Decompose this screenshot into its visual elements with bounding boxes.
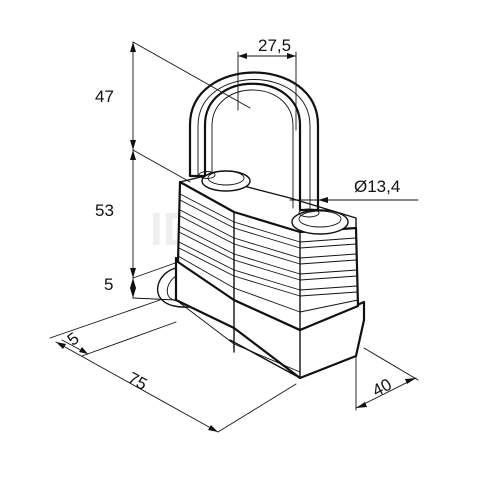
extension-top: [132, 41, 251, 109]
extension-bumper-bottom: [132, 297, 177, 301]
extension-body-bottom: [132, 261, 179, 279]
shackle-collars: [198, 170, 349, 235]
dim-label-75: 75: [125, 368, 151, 394]
dim-label-53: 53: [95, 201, 114, 220]
extension-body-top: [132, 149, 191, 183]
dim-label-40: 40: [369, 375, 395, 401]
extension-offset: [81, 321, 177, 357]
extension-left-side: [49, 299, 161, 339]
dim-label-27-5: 27,5: [258, 36, 291, 55]
dim-label-diameter: Ø13,4: [354, 177, 400, 196]
shackle: [188, 71, 320, 212]
padlock: [157, 71, 366, 380]
dim-label-47: 47: [95, 87, 114, 106]
dim-label-5-offset: 5: [64, 329, 83, 350]
width-75-line: [55, 341, 219, 433]
dim-label-5-height: 5: [104, 275, 113, 294]
dimension-lines: [49, 41, 419, 433]
cable-loop: [157, 267, 199, 308]
lock-body: [176, 175, 360, 332]
extension-depth-right: [363, 347, 419, 381]
extension-front-corner: [217, 383, 297, 433]
depth-40-line: [355, 377, 417, 409]
